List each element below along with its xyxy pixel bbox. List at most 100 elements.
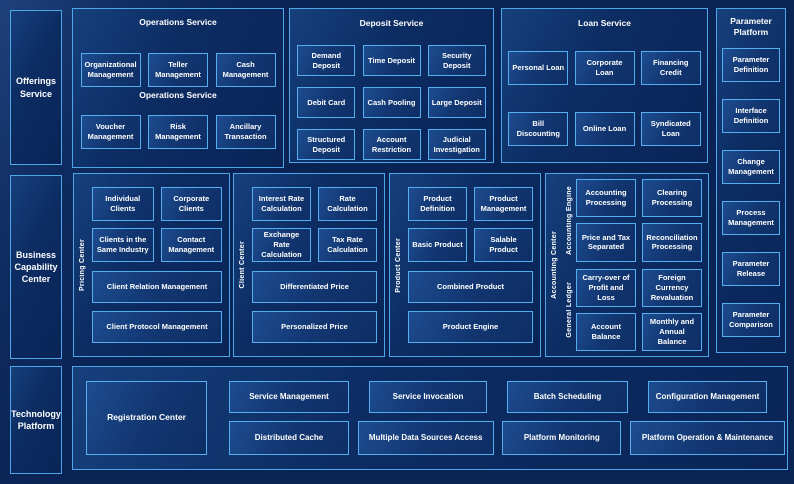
box-salable-product: Salable Product [474, 228, 533, 262]
box-configuration-management: Configuration Management [648, 381, 767, 413]
loan-row-1: Personal Loan Corporate Loan Financing C… [502, 51, 707, 85]
box-client-protocol-management: Client Protocol Management [92, 311, 222, 343]
box-contact-management: Contact Management [160, 228, 222, 262]
box-platform-operation-maintenance: Platform Operation & Maintenance [629, 421, 785, 455]
box-account-balance: Account Balance [576, 312, 636, 351]
box-client-relation-management: Client Relation Management [92, 270, 222, 303]
box-large-deposit: Large Deposit [427, 87, 486, 118]
pricing-center-vertical-label: Pricing Center [78, 238, 86, 292]
box-judicial-investigation: Judicial Investigation [427, 129, 486, 160]
box-process-management: Process Management [722, 201, 780, 235]
box-personal-loan: Personal Loan [508, 51, 569, 85]
loan-service-title: Loan Service [578, 18, 631, 28]
product-center-vertical-label: Product Center [394, 237, 402, 293]
box-corporate-clients: Corporate Clients [160, 187, 222, 221]
box-registration-center: Registration Center [86, 381, 207, 455]
box-cash-pooling: Cash Pooling [362, 87, 421, 118]
deposit-row-1: Demand Deposit Time Deposit Security Dep… [290, 45, 493, 76]
box-corporate-loan: Corporate Loan [574, 51, 635, 85]
box-accounting-processing: Accounting Processing [576, 179, 636, 218]
box-reconciliation-processing: Reconciliation Processing [642, 223, 702, 262]
box-interface-definition: Interface Definition [722, 99, 780, 133]
deposit-service-title: Deposit Service [359, 18, 424, 28]
section-loan-service: Loan Service Personal Loan Corporate Loa… [501, 8, 708, 163]
accounting-engine-vertical-label: Accounting Engine [565, 185, 573, 255]
box-account-restriction: Account Restriction [362, 129, 421, 160]
box-multiple-data-sources-access: Multiple Data Sources Access [357, 421, 494, 455]
subgroup-accounting-engine: Accounting Engine Accounting Processing … [562, 179, 702, 262]
box-product-definition: Product Definition [408, 187, 467, 221]
operations-service-title: Operations Service [139, 17, 217, 27]
operations-row-1: Organizational Management Teller Managem… [73, 53, 283, 87]
box-debit-card: Debit Card [297, 87, 356, 118]
loan-row-2: Bill Discounting Online Loan Syndicated … [502, 112, 707, 146]
box-demand-deposit: Demand Deposit [297, 45, 356, 76]
box-teller-management: Teller Management [148, 53, 208, 87]
box-product-engine: Product Engine [408, 311, 533, 343]
box-combined-product: Combined Product [408, 270, 533, 303]
box-organizational-management: Organizational Management [80, 53, 141, 87]
box-voucher-management: Voucher Management [80, 115, 141, 149]
box-monthly-annual-balance: Monthly and Annual Balance [642, 312, 702, 351]
subgroup-general-ledger: General Ledger Carry-over of Profit and … [562, 268, 702, 351]
box-batch-scheduling: Batch Scheduling [507, 381, 628, 413]
box-bill-discounting: Bill Discounting [508, 112, 569, 146]
section-deposit-service: Deposit Service Demand Deposit Time Depo… [289, 8, 494, 163]
box-risk-management: Risk Management [148, 115, 208, 149]
section-technology-platform: Registration Center Service Management S… [72, 366, 788, 470]
box-carry-over-profit-loss: Carry-over of Profit and Loss [576, 268, 636, 307]
client-center-vertical-label: Client Center [238, 241, 246, 289]
rail-offerings-label: Offerings Service [15, 76, 56, 99]
box-platform-monitoring: Platform Monitoring [502, 421, 622, 455]
box-financing-credit: Financing Credit [640, 51, 701, 85]
deposit-row-3: Structured Deposit Account Restriction J… [290, 129, 493, 160]
rail-offerings-service: Offerings Service [10, 10, 62, 165]
box-ancillary-transaction: Ancillary Transaction [215, 115, 276, 149]
box-parameter-definition: Parameter Definition [722, 48, 780, 82]
box-individual-clients: Individual Clients [92, 187, 154, 221]
technology-row-1: Service Management Service Invocation Ba… [229, 381, 785, 413]
technology-row-2: Distributed Cache Multiple Data Sources … [229, 421, 785, 455]
parameter-platform-title-line2: Platform [733, 27, 769, 37]
rail-technology-label: Technology Platform [11, 408, 61, 431]
group-client-center: Client Center Interest Rate Calculation … [233, 173, 385, 357]
box-time-deposit: Time Deposit [362, 45, 421, 76]
box-security-deposit: Security Deposit [427, 45, 486, 76]
box-differentiated-price: Differentiated Price [252, 270, 377, 303]
box-structured-deposit: Structured Deposit [297, 129, 356, 160]
group-product-center: Product Center Product Definition Produc… [389, 173, 541, 357]
accounting-center-vertical-label: Accounting Center [550, 231, 558, 299]
operations-service-mid-label: Operations Service [139, 90, 217, 100]
box-product-management: Product Management [474, 187, 533, 221]
box-online-loan: Online Loan [574, 112, 635, 146]
parameter-platform-title-line1: Parameter [730, 16, 772, 26]
box-clearing-processing: Clearing Processing [642, 179, 702, 218]
box-rate-calculation: Rate Calculation [318, 187, 377, 221]
box-interest-rate-calculation: Interest Rate Calculation [252, 187, 311, 221]
section-operations-service: Operations Service Organizational Manage… [72, 8, 284, 168]
box-clients-same-industry: Clients in the Same Industry [92, 228, 154, 262]
group-pricing-center: Pricing Center Individual Clients Corpor… [73, 173, 230, 357]
box-basic-product: Basic Product [408, 228, 467, 262]
box-foreign-currency-revaluation: Foreign Currency Revaluation [642, 268, 702, 307]
general-ledger-vertical-label: General Ledger [565, 281, 573, 338]
box-tax-rate-calculation: Tax Rate Calculation [318, 228, 377, 262]
deposit-row-2: Debit Card Cash Pooling Large Deposit [290, 87, 493, 118]
group-accounting-center: Accounting Center Accounting Engine Acco… [545, 173, 709, 357]
box-distributed-cache: Distributed Cache [229, 421, 349, 455]
box-price-and-tax-separated: Price and Tax Separated [576, 223, 636, 262]
box-service-invocation: Service Invocation [369, 381, 487, 413]
operations-row-2: Voucher Management Risk Management Ancil… [73, 115, 283, 149]
rail-business-capability-center: Business Capability Center [10, 175, 62, 359]
rail-technology-platform: Technology Platform [10, 366, 62, 474]
box-personalized-price: Personalized Price [252, 311, 377, 343]
box-change-management: Change Management [722, 150, 780, 184]
rail-business-label: Business Capability Center [14, 249, 58, 285]
section-parameter-platform: Parameter Platform Parameter Definition … [716, 8, 786, 353]
box-exchange-rate-calculation: Exchange Rate Calculation [252, 228, 311, 262]
box-syndicated-loan: Syndicated Loan [640, 112, 701, 146]
box-cash-management: Cash Management [215, 53, 276, 87]
box-parameter-release: Parameter Release [722, 252, 780, 286]
box-parameter-comparison: Parameter Comparison [722, 303, 780, 337]
